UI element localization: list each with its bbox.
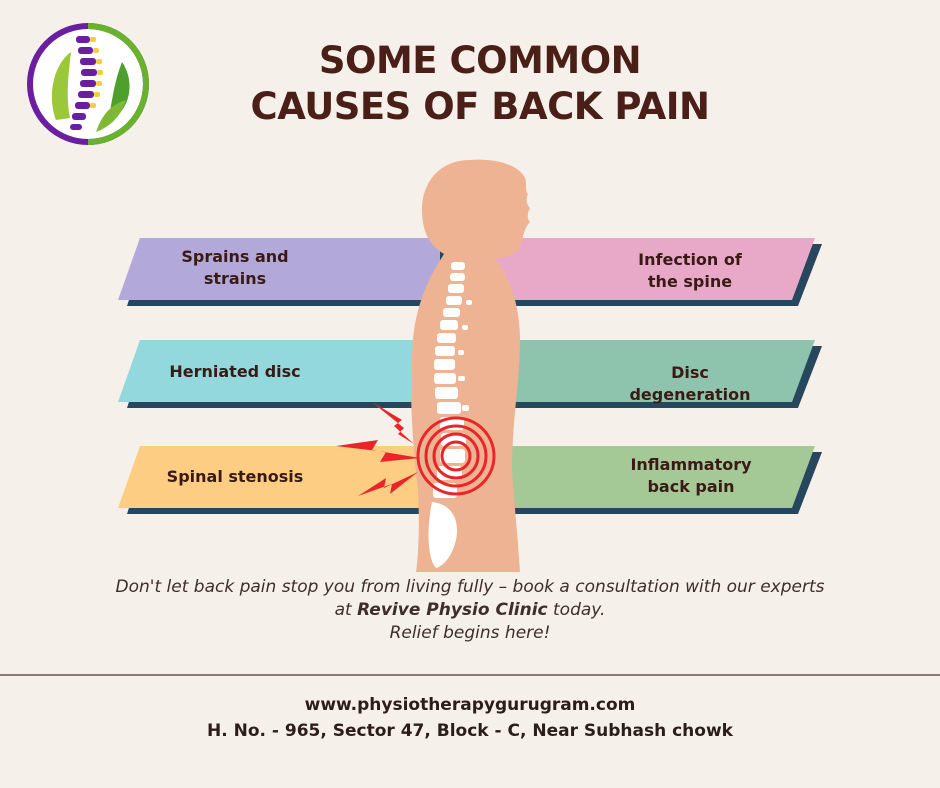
clinic-logo-icon [27, 23, 149, 145]
banner-stenosis [118, 446, 445, 514]
lightning-pain-icon [336, 402, 420, 496]
cause-sprains-label: Sprains and strains [181, 247, 289, 288]
call-to-action-text: Don't let back pain stop you from living… [110, 576, 830, 645]
banner-sprains [118, 238, 445, 306]
body-silhouette [411, 159, 530, 572]
footer: www.physiotherapygurugram.com H. No. - 9… [0, 692, 940, 744]
cause-infection-label: Infection of the spine [638, 250, 742, 291]
website-link[interactable]: www.physiotherapygurugram.com [304, 695, 636, 715]
title-line-1: SOME COMMON [318, 39, 642, 82]
tagline-part-1: Don't let back pain stop you from living… [115, 577, 825, 620]
cause-degeneration-label: Disc degeneration [629, 363, 751, 404]
pain-target-icon [416, 416, 496, 496]
footer-divider [0, 674, 940, 676]
cause-stenosis-label: Spinal stenosis [166, 467, 304, 486]
banner-inflammatory [488, 446, 822, 514]
banner-infection [488, 238, 822, 306]
cause-herniated-label: Herniated disc [169, 362, 301, 381]
cause-inflammatory-label: Inflammatory back pain [630, 455, 752, 496]
title-line-2: CAUSES OF BACK PAIN [250, 85, 710, 128]
address-text: H. No. - 965, Sector 47, Block - C, Near… [207, 721, 733, 741]
page-title: SOME COMMON CAUSES OF BACK PAIN [200, 38, 760, 130]
banner-herniated [118, 340, 445, 408]
clinic-name: Revive Physio Clinic [357, 600, 548, 620]
tagline-part-2: today. [547, 600, 606, 620]
tagline-part-3: Relief begins here! [389, 623, 551, 643]
banner-degeneration [488, 340, 822, 408]
